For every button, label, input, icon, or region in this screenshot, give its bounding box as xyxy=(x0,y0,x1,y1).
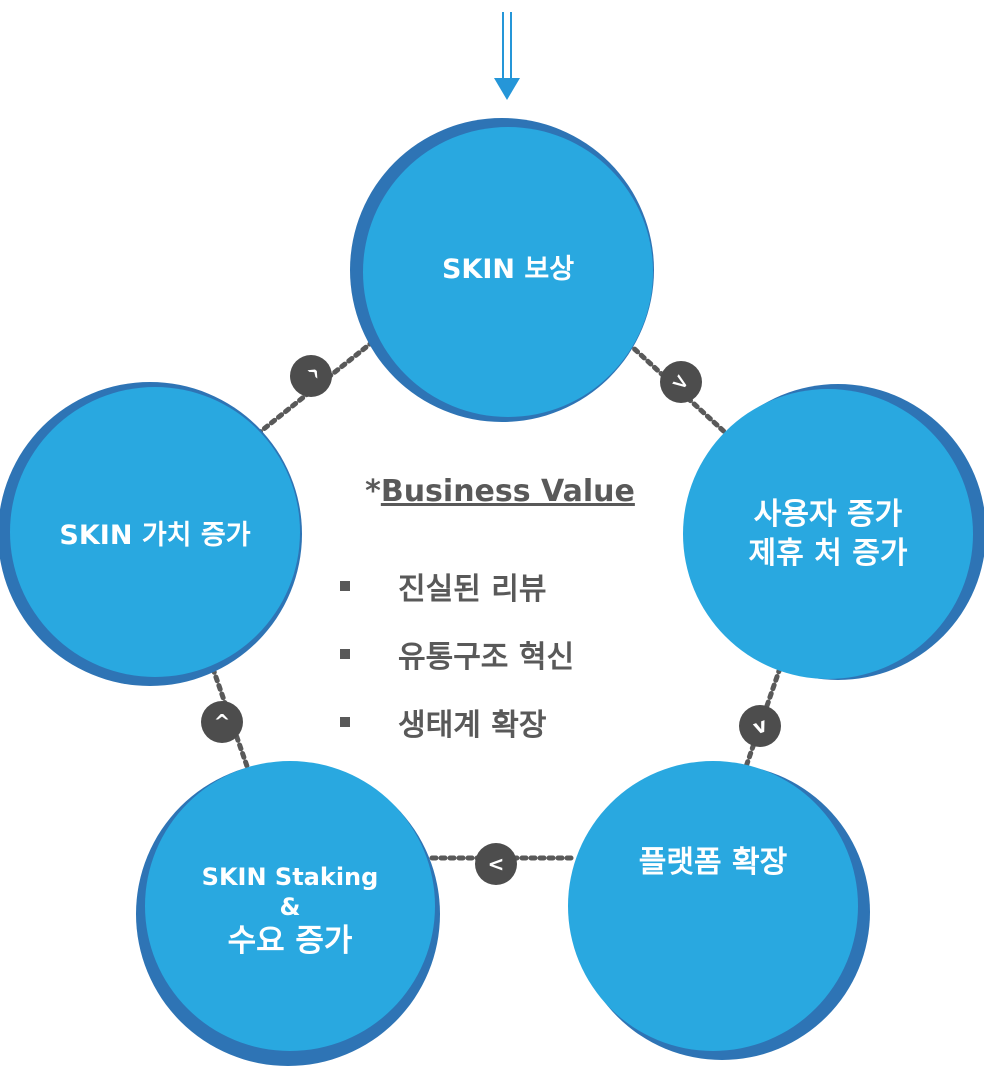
business-value-heading: *Business Value xyxy=(330,474,670,509)
value-item-label: 진실된 리뷰 xyxy=(398,572,547,607)
node-user-growth xyxy=(683,384,984,680)
value-item: 생태계 확장 xyxy=(340,700,546,744)
badge-bottom xyxy=(475,843,517,885)
badge-right-bottom xyxy=(739,705,781,747)
node-staking-demand xyxy=(136,761,440,1066)
entry-arrow xyxy=(494,12,520,100)
node-platform-expand xyxy=(568,761,870,1060)
square-bullet-icon xyxy=(340,581,350,591)
asterisk: * xyxy=(365,474,381,509)
badge-top-left xyxy=(290,355,332,397)
value-item-label: 생태계 확장 xyxy=(398,708,547,743)
badge-top-right xyxy=(660,361,702,403)
value-item: 진실된 리뷰 xyxy=(340,564,546,608)
value-item: 유통구조 혁신 xyxy=(340,632,574,676)
square-bullet-icon xyxy=(340,649,350,659)
value-item-label: 유통구조 혁신 xyxy=(398,640,575,675)
node-skin-reward xyxy=(350,118,654,422)
node-value-growth xyxy=(0,382,302,686)
badge-left-bottom xyxy=(201,701,243,743)
business-value-title: Business Value xyxy=(380,474,635,509)
square-bullet-icon xyxy=(340,717,350,727)
